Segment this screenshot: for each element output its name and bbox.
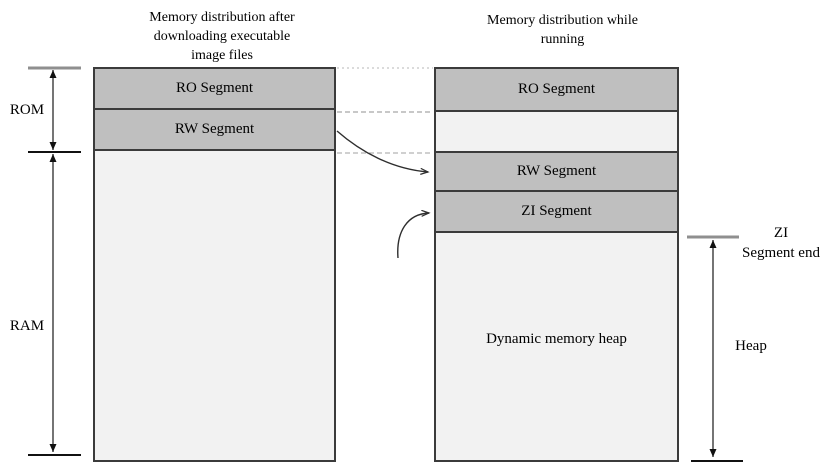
segment-dynamic-heap: Dynamic memory heap	[436, 233, 677, 460]
segment-dynamic-heap-label: Dynamic memory heap	[486, 331, 627, 347]
ram-label: RAM	[9, 318, 45, 334]
heap-label: Heap	[735, 338, 767, 354]
segment-ro-download: RO Segment	[95, 69, 334, 110]
segment-rw-running: RW Segment	[436, 153, 677, 192]
segment-rw-running-label: RW Segment	[516, 163, 597, 179]
segment-ro-running-label: RO Segment	[517, 81, 596, 97]
rom-label: ROM	[9, 102, 45, 118]
segment-ro-download-label: RO Segment	[175, 80, 254, 96]
segment-rw-download: RW Segment	[95, 110, 334, 151]
segment-rw-download-label: RW Segment	[174, 121, 255, 137]
segment-empty-ram	[95, 151, 334, 460]
zi-relocation-arrow	[397, 213, 429, 259]
right-title-line-2: running	[540, 32, 585, 47]
zi-segment-end-line-2: Segment end	[742, 245, 820, 261]
memory-column-download: RO Segment RW Segment	[93, 67, 336, 462]
segment-unused-gap	[436, 112, 677, 153]
left-title-line-1: Memory distribution after	[149, 10, 295, 25]
left-column-title: Memory distribution after downloading ex…	[102, 8, 342, 65]
segment-ro-running: RO Segment	[436, 69, 677, 112]
segment-zi-running: ZI Segment	[436, 192, 677, 233]
right-title-line-1: Memory distribution while	[487, 13, 638, 28]
right-column-title: Memory distribution while running	[445, 11, 680, 49]
zi-segment-end-line-1: ZI	[773, 225, 789, 241]
segment-zi-running-label: ZI Segment	[521, 203, 592, 219]
rw-relocation-arrow	[336, 130, 428, 172]
zi-segment-end-label: ZI Segment end	[735, 223, 827, 263]
left-title-line-2: downloading executable	[153, 29, 291, 44]
left-title-line-3: image files	[191, 48, 253, 63]
memory-column-running: RO Segment RW Segment ZI Segment Dynamic…	[434, 67, 679, 462]
